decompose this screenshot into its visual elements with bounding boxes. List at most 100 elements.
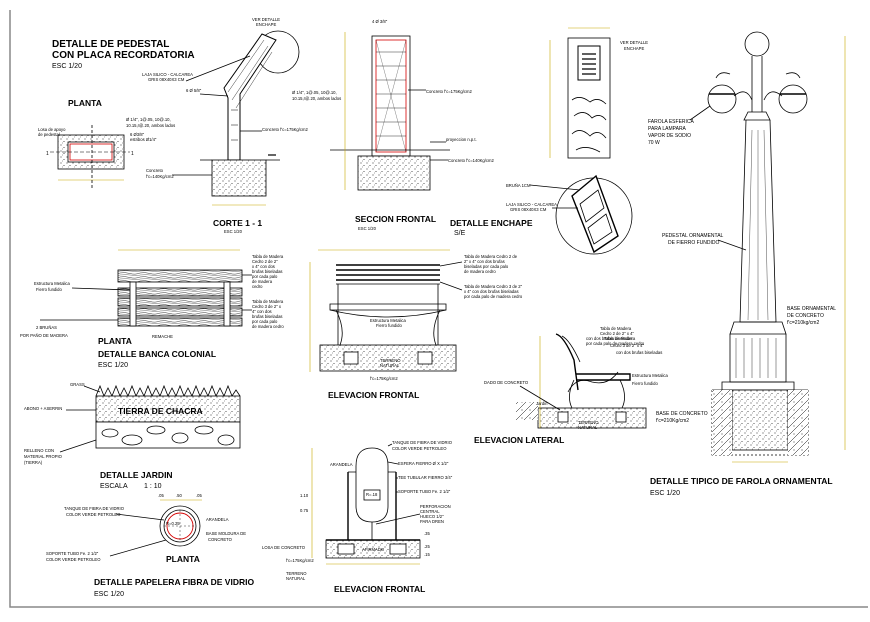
banca-front-base: [319, 344, 457, 372]
farola-left-globe: [707, 84, 737, 114]
ef-concreto: f'c=175Kg/cm2: [370, 376, 398, 381]
papelera-planta: .05 .50 .05 R=0.25 TANQUE DE FIBRA DE VI…: [46, 493, 254, 598]
el-base1: BASE DE CONCRETO: [656, 411, 708, 417]
pedestal-laja1: LAJA SILICO - CALCAREA: [142, 72, 193, 77]
banca-tabla1e: por cada palo: [252, 274, 278, 279]
pap-d3: .35: [424, 531, 430, 536]
farola-label1: FAROLA ESFERICA: [648, 119, 695, 125]
farola-title: DETALLE TIPICO DE FAROLA ORNAMENTAL: [650, 476, 833, 486]
pedestal-enchape: ENCHAPE: [256, 22, 276, 27]
enchape-title: DETALLE ENCHAPE: [450, 218, 533, 228]
banca-tabla2b: Cedro 3 de 2" x: [252, 304, 282, 309]
jardin-escala-valor: 1 : 10: [144, 483, 162, 490]
el-estr1: Estructura Metalica: [632, 373, 669, 378]
banca-tabla1d: brufas biseladas: [252, 269, 283, 274]
pedestal-scale: ESC 1/20: [52, 63, 82, 70]
enchape-label: ENCHAPE: [624, 46, 644, 51]
pap-esfera: ESFERA FIERRO Ø X 1/2": [398, 461, 449, 466]
ef-t1b: 2" x 4" con dos brufas: [464, 259, 505, 264]
jardin-tierra: TIERRA DE CHACRA: [118, 406, 203, 416]
seccion-stirrup1: Ø 1/4", 1@.05, 10@.10,: [292, 90, 337, 95]
seccion-concrete: Concreto f'c=175Kg/cm2: [426, 89, 473, 94]
farola-label3: VAPOR DE SODIO: [648, 133, 691, 139]
enchape-bruna: BRUÑA 1CM: [506, 183, 531, 188]
ef-estr2: Fierro fundido: [376, 323, 403, 328]
papelera-base2: CONCRETO: [208, 537, 233, 542]
ef-t1c: biseladas por cada palo: [464, 264, 509, 269]
el-estr2: Fierro fundido: [632, 381, 659, 386]
banca-tabla2a: Tabla de Madera: [252, 299, 284, 304]
banca-tabla1c: x 4" con dos: [252, 264, 275, 269]
jardin-abono: ABONO + ASERRIN: [24, 406, 62, 411]
el-t1c: con dos brufas biseladas: [586, 336, 632, 341]
papelera-arandela: ARANDELA: [206, 517, 229, 522]
seccion-scale: ESC 1/20: [358, 226, 377, 231]
banca-tabla1a: Tabla de Madera: [252, 254, 284, 259]
pap-title: ELEVACION FRONTAL: [334, 584, 425, 594]
banca-plank-1: [117, 269, 243, 283]
papelera-soporte2: COLOR VERDE PETROLEO: [46, 557, 101, 562]
pedestal-detail: DETALLE DE PEDESTAL CON PLACA RECORDATOR…: [38, 17, 309, 234]
banca-planta-label: PLANTA: [98, 336, 132, 346]
seccion-stirrup2: 10.15,r@.20, ambos lados: [292, 96, 341, 101]
losa-label2: de pedestal: [38, 132, 60, 137]
jardin-detail: TIERRA DE CHACRA GRASS ABONO + ASERRIN R…: [24, 382, 241, 490]
farola-base3: f'c=210kg/cm2: [787, 320, 819, 326]
enchape-laja2: GRIS 08X40X3 CM: [510, 207, 547, 212]
svg-text:1: 1: [46, 151, 49, 157]
banca-remache: REMACHE: [152, 334, 173, 339]
ef-t1a: Tabla de Madera Cedro 2 de: [464, 254, 518, 259]
banca-scale: ESC 1/20: [98, 362, 128, 369]
seccion-footing: [357, 155, 431, 191]
ef-title: ELEVACION FRONTAL: [328, 390, 419, 400]
farola-right-globe: [778, 84, 808, 114]
jardin-title: DETALLE JARDIN: [100, 470, 173, 480]
farola-top-globe: [744, 31, 770, 57]
pap-terreno1: TERRENO: [286, 571, 307, 576]
banca-tabla1f: de madera: [252, 279, 273, 284]
pedestal-planta-label: PLANTA: [68, 98, 102, 108]
ef-t2c: por cada palo de madera cedro: [464, 294, 523, 299]
relleno-layer: [95, 421, 241, 449]
pap-terreno2: NATURAL: [286, 576, 306, 581]
banca-tabla1g: cedro: [252, 284, 263, 289]
banca-title: DETALLE BANCA COLONIAL: [98, 349, 216, 359]
pap-concreto: f'c=175Kg/cm2: [286, 558, 314, 563]
banca-tabla2d: brufas biseladas: [252, 314, 283, 319]
pedestal-title-line2: CON PLACA RECORDATORIA: [52, 50, 195, 61]
pap-d5: .15: [424, 552, 430, 557]
el-dado: DADO DE CONCRETO: [484, 380, 529, 385]
farola-base2: DE CONCRETO: [787, 313, 824, 319]
ef-terreno1: TERRENO: [380, 358, 401, 363]
pedestal-stirrup1: Ø 1/4", 1@.05, 10@.10,: [126, 117, 171, 122]
papelera-tanque2: COLOR VERDE PETROLEO: [66, 512, 121, 517]
pedestal-corte-label: CORTE 1 - 1: [213, 218, 262, 228]
banca-estructura2: Fierro fundido: [36, 287, 63, 292]
pedestal-corte-scale: ESC 1/20: [224, 229, 243, 234]
seccion-frontal: 4 Ø 3/8" Ø 1/4", 1@.05, 10@.10, 10.15,r@…: [292, 19, 495, 231]
banca-elev-lateral: Tabla de Madera Cedro 2 de 2" x 4" con d…: [474, 326, 708, 445]
pap-perf3: HUECO 1/2": [420, 514, 444, 519]
farola-scale: ESC 1/20: [650, 490, 680, 497]
pap-arandela: ARANDELA: [330, 462, 353, 467]
losa-label1: Losa de apoyo: [38, 127, 66, 132]
el-t1b: Cedro 2 de 2" x 4": [600, 331, 634, 336]
ef-t1d: de madera cedro: [464, 269, 496, 274]
banca-brunas1: 2 BRUÑAS: [36, 325, 57, 330]
papelera-dim-a: .05: [158, 493, 164, 498]
pap-tanque1: TANQUE DE FIBRA DE VIDRIO: [392, 440, 453, 445]
pedestal-footing: [211, 159, 267, 197]
pap-d4: .25: [424, 544, 430, 549]
pedestal-ver-detalle: VER DETALLE: [252, 17, 280, 22]
farola-base1: BASE ORNAMENTAL: [787, 306, 836, 312]
pap-losa: LOSA DE CONCRETO: [262, 545, 306, 550]
farola-label2: PARA LAMPARA: [648, 126, 687, 132]
papelera-elevacion: 1.10 0.75 .35 .25 .15 R=.18 TANQUE DE FI…: [262, 440, 453, 594]
pap-r: R=.18: [366, 492, 378, 497]
pap-tanque2: COLOR VERDE PETROLEO: [392, 446, 447, 451]
pap-d1: 1.10: [300, 493, 309, 498]
seccion-base: Concreto f'c=140Kg/cm2: [448, 158, 495, 163]
losa-label4: estribos Ø1/4": [130, 137, 157, 142]
enchape-scale: S/E: [454, 230, 466, 237]
